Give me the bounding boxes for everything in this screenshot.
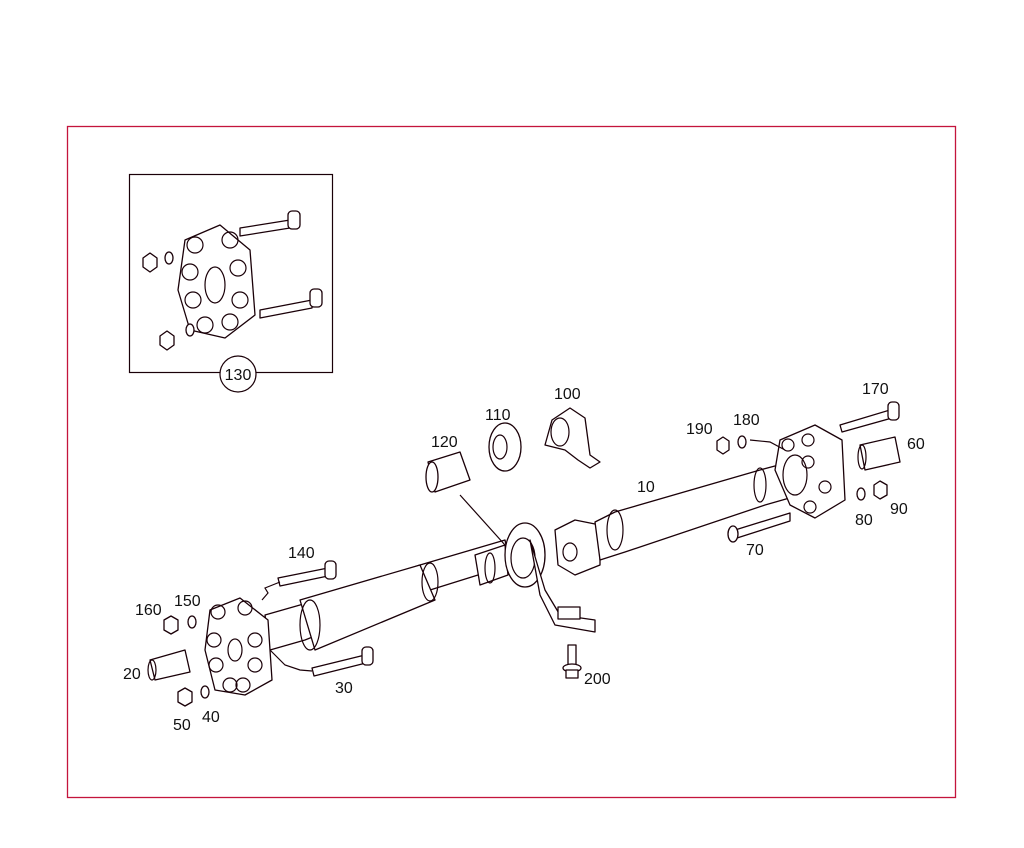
diagram-frame (66, 125, 957, 799)
label-190: 190 (686, 421, 713, 438)
bushing-60[interactable] (857, 436, 901, 471)
rear-shaft-section[interactable] (264, 539, 511, 651)
label-120: 120 (431, 434, 458, 451)
label-140: 140 (288, 545, 315, 562)
label-80: 80 (855, 512, 873, 529)
center-bearing-bracket[interactable] (504, 522, 596, 633)
bearing-cover-120[interactable] (425, 451, 471, 493)
label-90: 90 (890, 501, 908, 518)
center-bearing-100[interactable] (544, 407, 601, 469)
label-160: 160 (135, 602, 162, 619)
rear-flex-disc[interactable] (204, 597, 273, 696)
nuts-and-washers[interactable] (163, 435, 888, 707)
leader-lines (261, 439, 786, 672)
front-flex-disc[interactable] (774, 424, 846, 519)
label-10: 10 (637, 479, 655, 496)
bolt-170[interactable] (839, 401, 900, 433)
label-30: 30 (335, 680, 353, 697)
callout-circle (219, 355, 257, 393)
label-40: 40 (202, 709, 220, 726)
label-60: 60 (907, 436, 925, 453)
label-50: 50 (173, 717, 191, 734)
bolt-200[interactable] (562, 644, 582, 679)
callout-130-label: 130 (225, 367, 252, 384)
front-shaft-section[interactable] (554, 461, 801, 576)
bolt-30[interactable] (311, 646, 374, 677)
label-200: 200 (584, 671, 611, 688)
bushing-20[interactable] (147, 649, 191, 681)
label-20: 20 (123, 666, 141, 683)
label-170: 170 (862, 381, 889, 398)
ball-bearing-110[interactable] (488, 422, 522, 472)
label-110: 110 (485, 407, 511, 424)
label-150: 150 (174, 593, 201, 610)
label-100: 100 (554, 386, 581, 403)
inset-flex-disc-130[interactable] (128, 173, 334, 393)
bolt-140[interactable] (277, 560, 337, 587)
bolt-70[interactable] (727, 512, 791, 543)
label-70: 70 (746, 542, 764, 559)
label-180: 180 (733, 412, 760, 429)
